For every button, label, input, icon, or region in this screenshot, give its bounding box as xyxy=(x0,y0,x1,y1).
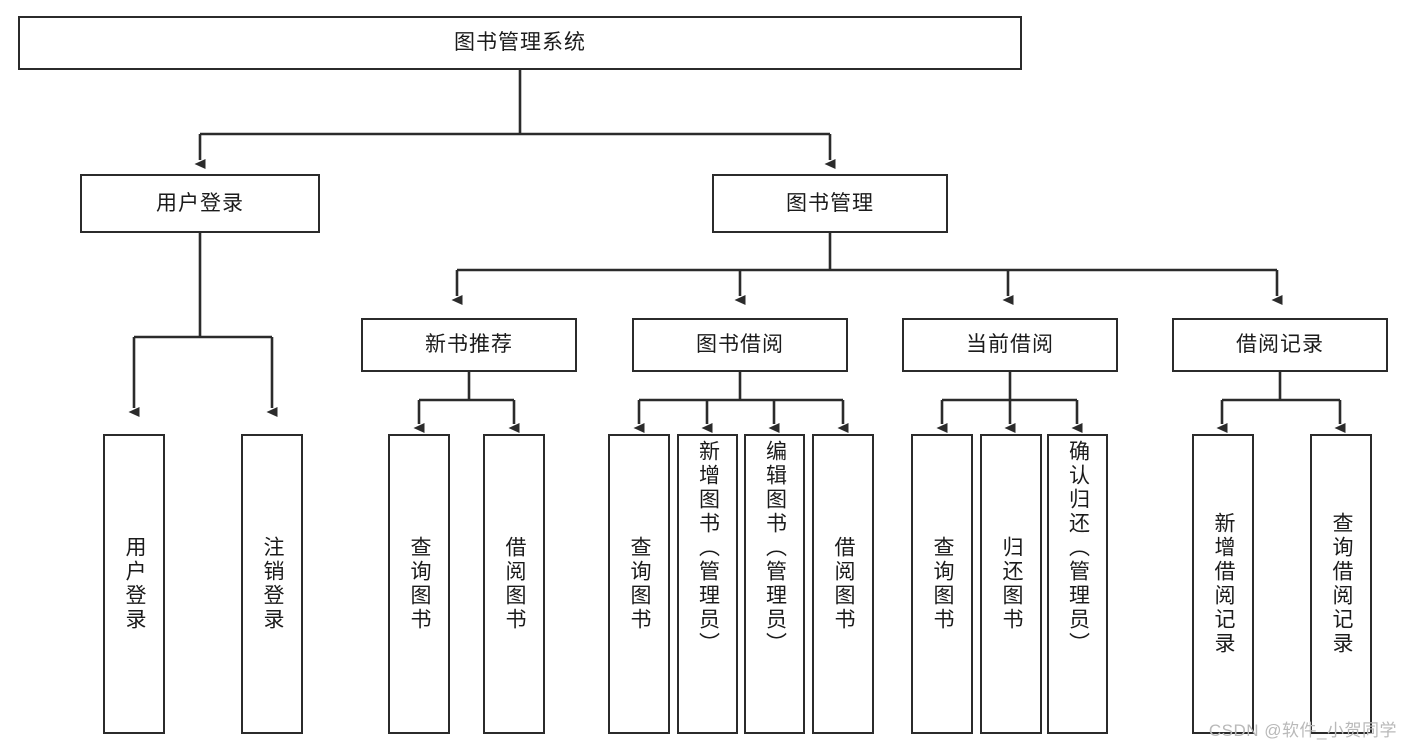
node-borrow-record[interactable]: 借阅记录 xyxy=(1172,318,1388,372)
node-root-label: 图书管理系统 xyxy=(454,31,586,55)
node-book-manage-label: 图书管理 xyxy=(786,191,874,215)
node-user-login[interactable]: 用户登录 xyxy=(80,174,320,233)
node-book-manage[interactable]: 图书管理 xyxy=(712,174,948,233)
node-book-borrow[interactable]: 图书借阅 xyxy=(632,318,848,372)
node-leaf-borrow-book-2[interactable]: 借阅图书 xyxy=(812,434,874,734)
node-current-borrow-label: 当前借阅 xyxy=(966,333,1054,357)
node-leaf-query-book-3-label: 查询图书 xyxy=(931,536,954,632)
node-leaf-borrow-book-1-label: 借阅图书 xyxy=(503,536,526,632)
node-borrow-record-label: 借阅记录 xyxy=(1236,333,1324,357)
node-leaf-query-record[interactable]: 查询借阅记录 xyxy=(1310,434,1372,734)
watermark-text: CSDN @软件_小贺同学 xyxy=(1208,721,1397,740)
node-leaf-edit-book-label: 编辑图书（管理员） xyxy=(763,440,787,656)
node-leaf-query-book-1[interactable]: 查询图书 xyxy=(388,434,450,734)
node-new-book-recommend[interactable]: 新书推荐 xyxy=(361,318,577,372)
node-current-borrow[interactable]: 当前借阅 xyxy=(902,318,1118,372)
node-leaf-add-record-label: 新增借阅记录 xyxy=(1212,512,1235,656)
node-leaf-edit-book[interactable]: 编辑图书（管理员） xyxy=(744,434,805,734)
node-leaf-confirm-return[interactable]: 确认归还（管理员） xyxy=(1047,434,1108,734)
node-leaf-query-book-1-label: 查询图书 xyxy=(408,536,431,632)
node-leaf-user-login[interactable]: 用户登录 xyxy=(103,434,165,734)
node-leaf-borrow-book-2-label: 借阅图书 xyxy=(832,536,855,632)
node-leaf-borrow-book-1[interactable]: 借阅图书 xyxy=(483,434,545,734)
node-leaf-return-book-label: 归还图书 xyxy=(1000,536,1023,632)
node-leaf-confirm-return-label: 确认归还（管理员） xyxy=(1066,440,1090,656)
node-root[interactable]: 图书管理系统 xyxy=(18,16,1022,70)
node-leaf-query-book-2-label: 查询图书 xyxy=(628,536,651,632)
node-leaf-query-book-3[interactable]: 查询图书 xyxy=(911,434,973,734)
node-leaf-user-logout[interactable]: 注销登录 xyxy=(241,434,303,734)
node-user-login-label: 用户登录 xyxy=(156,191,244,215)
node-leaf-query-record-label: 查询借阅记录 xyxy=(1330,512,1353,656)
node-leaf-user-logout-label: 注销登录 xyxy=(261,536,284,632)
node-leaf-return-book[interactable]: 归还图书 xyxy=(980,434,1042,734)
node-new-book-recommend-label: 新书推荐 xyxy=(425,333,513,357)
node-leaf-add-record[interactable]: 新增借阅记录 xyxy=(1192,434,1254,734)
node-leaf-query-book-2[interactable]: 查询图书 xyxy=(608,434,670,734)
node-leaf-user-login-label: 用户登录 xyxy=(123,536,146,632)
node-leaf-add-book[interactable]: 新增图书（管理员） xyxy=(677,434,738,734)
node-book-borrow-label: 图书借阅 xyxy=(696,333,784,357)
node-leaf-add-book-label: 新增图书（管理员） xyxy=(696,440,720,656)
